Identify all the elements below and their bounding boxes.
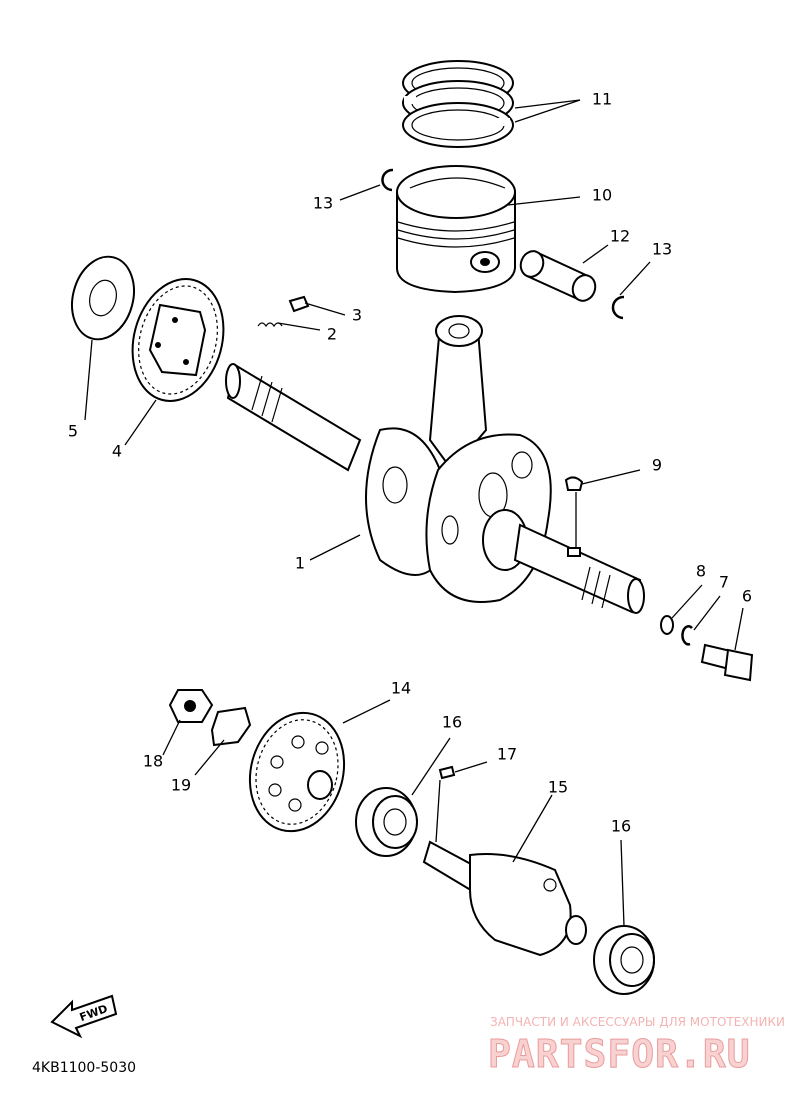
lock-washer	[681, 625, 693, 646]
part-label-8: 8	[696, 562, 706, 581]
part-label-4: 4	[112, 442, 122, 461]
bearing-right	[593, 925, 655, 995]
balancer-shaft	[422, 840, 587, 957]
drive-gear	[248, 711, 346, 833]
crank-bolt	[700, 643, 754, 682]
part-labels: 1 2 3 4 5 6 7 8 9 10 11 12 13 13 14 15 1…	[68, 90, 752, 836]
watermark-tagline: ЗАПЧАСТИ И АКСЕССУАРЫ ДЛЯ МОТОТЕХНИКИ	[490, 1015, 785, 1029]
part-label-7: 7	[719, 573, 729, 592]
piston	[396, 165, 516, 294]
part-label-13-right: 13	[652, 240, 672, 259]
part-label-16-left: 16	[442, 713, 462, 732]
watermark: ЗАПЧАСТИ И АКСЕССУАРЫ ДЛЯ МОТОТЕХНИКИ PA…	[488, 1015, 786, 1077]
spring-and-pin	[257, 295, 310, 328]
plate-washer	[660, 615, 674, 635]
part-label-6: 6	[742, 587, 752, 606]
piston-pin	[519, 250, 597, 302]
part-label-14: 14	[391, 679, 411, 698]
part-label-17: 17	[497, 745, 517, 764]
part-label-1: 1	[295, 554, 305, 573]
part-label-13-left: 13	[313, 194, 333, 213]
part-label-10: 10	[592, 186, 612, 205]
part-label-15: 15	[548, 778, 568, 797]
bearing-left	[355, 787, 418, 857]
thrust-washer	[71, 255, 135, 341]
lock-plate	[210, 706, 252, 747]
part-label-16-right: 16	[611, 817, 631, 836]
part-label-3: 3	[352, 306, 362, 325]
crankshaft	[225, 315, 645, 614]
forward-arrow: FWD	[50, 994, 118, 1039]
starter-clutch	[131, 278, 225, 402]
part-label-19: 19	[171, 776, 191, 795]
circlip-left	[381, 168, 394, 192]
part-label-5: 5	[68, 422, 78, 441]
shaft-key	[438, 765, 456, 780]
part-label-2: 2	[327, 325, 337, 344]
nut	[168, 689, 214, 723]
leader-lines	[84, 99, 744, 927]
watermark-brand: PARTSFOR.RU	[488, 1032, 751, 1076]
part-label-18: 18	[143, 752, 163, 771]
part-label-12: 12	[610, 227, 630, 246]
part-label-9: 9	[652, 456, 662, 475]
woodruff-key	[564, 476, 584, 491]
diagram-code: 4KB1100-5030	[32, 1060, 136, 1076]
circlip-right	[611, 295, 625, 320]
part-label-11: 11	[592, 90, 612, 109]
piston-rings	[402, 60, 514, 148]
